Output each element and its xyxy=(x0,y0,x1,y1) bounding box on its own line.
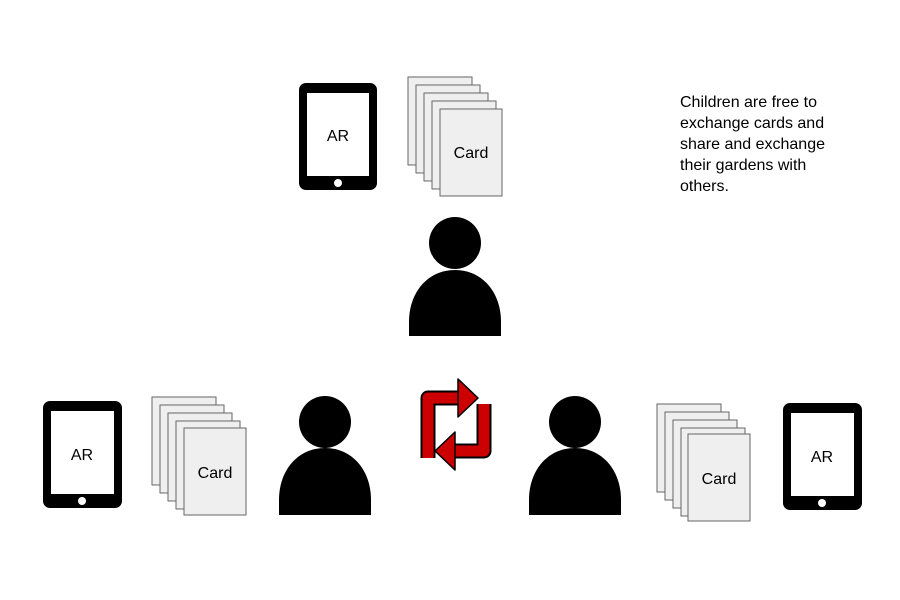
description-line: exchange cards and xyxy=(680,115,825,132)
right-tablet-label: AR xyxy=(811,449,833,466)
left-card-label: Card xyxy=(198,465,233,482)
left-card-stack-icon: Card xyxy=(151,396,247,516)
description-line: their gardens with xyxy=(680,157,807,174)
top-tablet-icon: AR xyxy=(299,83,377,190)
top-card-stack-icon: Card xyxy=(407,76,503,197)
left-tablet-label: AR xyxy=(71,447,93,464)
right-tablet-icon: AR xyxy=(783,403,862,510)
description-line: others. xyxy=(680,178,729,195)
top-person-icon xyxy=(409,217,501,336)
right-card-stack-icon: Card xyxy=(656,403,751,522)
right-card-label: Card xyxy=(702,471,737,488)
description-text: Children are free to exchange cards and … xyxy=(680,92,870,197)
left-person-icon xyxy=(279,396,371,515)
top-tablet-label: AR xyxy=(327,128,349,145)
top-card-label: Card xyxy=(454,145,489,162)
description-line: Children are free to xyxy=(680,94,817,111)
left-tablet-icon: AR xyxy=(43,401,122,508)
exchange-arrows-icon xyxy=(420,378,492,471)
right-person-icon xyxy=(529,396,621,515)
description-line: share and exchange xyxy=(680,136,825,153)
